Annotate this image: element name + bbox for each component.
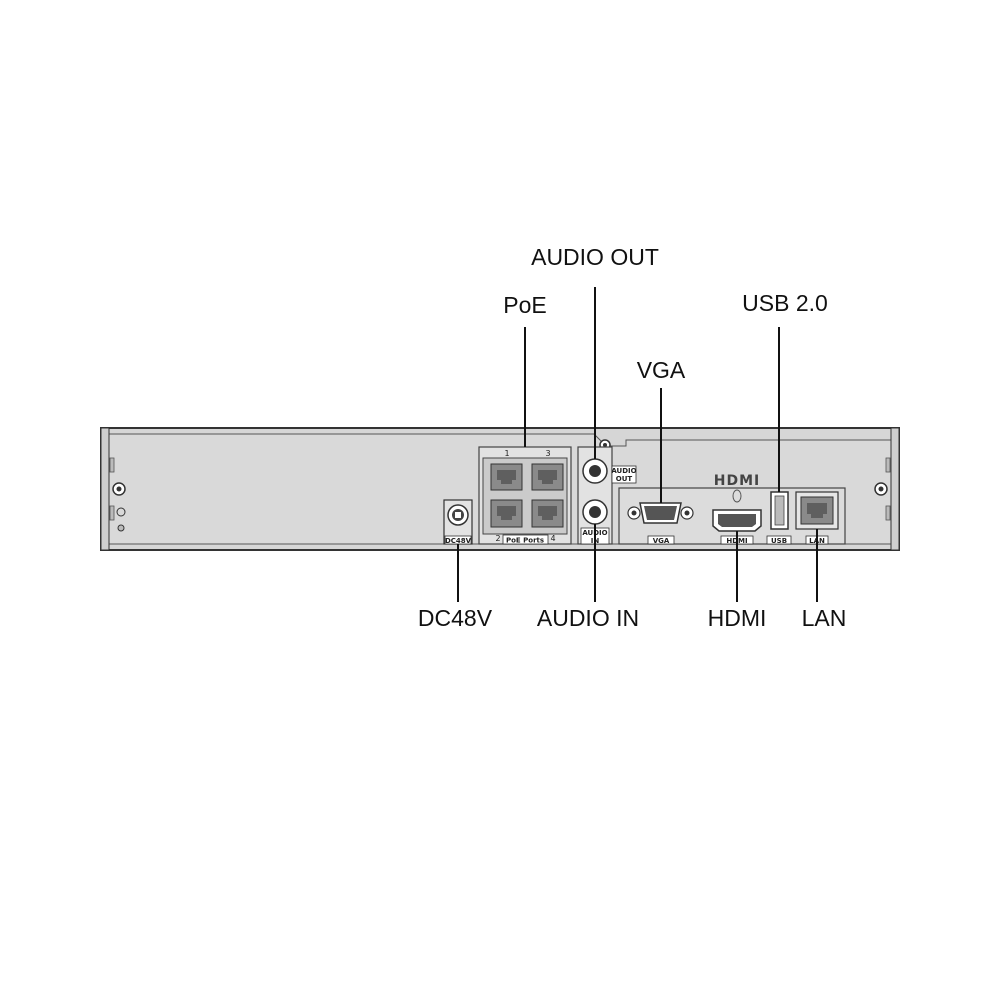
ground-icon bbox=[116, 507, 126, 517]
callout-usb: USB 2.0 bbox=[742, 290, 828, 316]
callout-labels: AUDIO OUT PoE USB 2.0 VGA DC48V AUDIO IN… bbox=[418, 244, 846, 631]
audio-in-jack bbox=[582, 499, 608, 525]
callout-poe: PoE bbox=[503, 292, 546, 318]
poe-port-number-3: 3 bbox=[545, 449, 550, 458]
poe-ports-block: 1 3 2 4 PoE Ports bbox=[478, 446, 572, 545]
callout-dc48v: DC48V bbox=[418, 605, 493, 631]
usb-port bbox=[770, 491, 789, 530]
audio-out-panel-label-2: OUT bbox=[616, 475, 633, 483]
poe-port-number-2: 2 bbox=[495, 534, 500, 543]
vga-panel-label: VGA bbox=[653, 537, 670, 545]
callout-hdmi: HDMI bbox=[708, 605, 767, 631]
hdmi-port bbox=[712, 489, 762, 532]
poe-port-number-1: 1 bbox=[504, 449, 509, 458]
callout-vga: VGA bbox=[637, 357, 686, 383]
callout-audio-in: AUDIO IN bbox=[537, 605, 639, 631]
callout-lan: LAN bbox=[802, 605, 847, 631]
leader-lines bbox=[457, 287, 818, 602]
hdmi-logo: HDMI bbox=[714, 473, 760, 489]
dc48v-panel-label: DC48V bbox=[445, 537, 472, 545]
poe-port-4 bbox=[531, 499, 564, 528]
dc48v-power-jack: DC48V bbox=[443, 499, 473, 545]
vga-port bbox=[627, 502, 694, 524]
audio-out-panel-label-1: AUDIO bbox=[611, 467, 636, 475]
poe-ports-panel-label: PoE Ports bbox=[506, 537, 544, 545]
callout-audio-out: AUDIO OUT bbox=[531, 244, 659, 270]
lan-port bbox=[795, 491, 839, 530]
audio-out-jack bbox=[582, 458, 608, 484]
poe-port-2 bbox=[490, 499, 523, 528]
usb-panel-label: USB bbox=[771, 537, 787, 545]
poe-port-number-4: 4 bbox=[550, 534, 555, 543]
poe-port-1 bbox=[490, 463, 523, 491]
poe-port-3 bbox=[531, 463, 564, 491]
